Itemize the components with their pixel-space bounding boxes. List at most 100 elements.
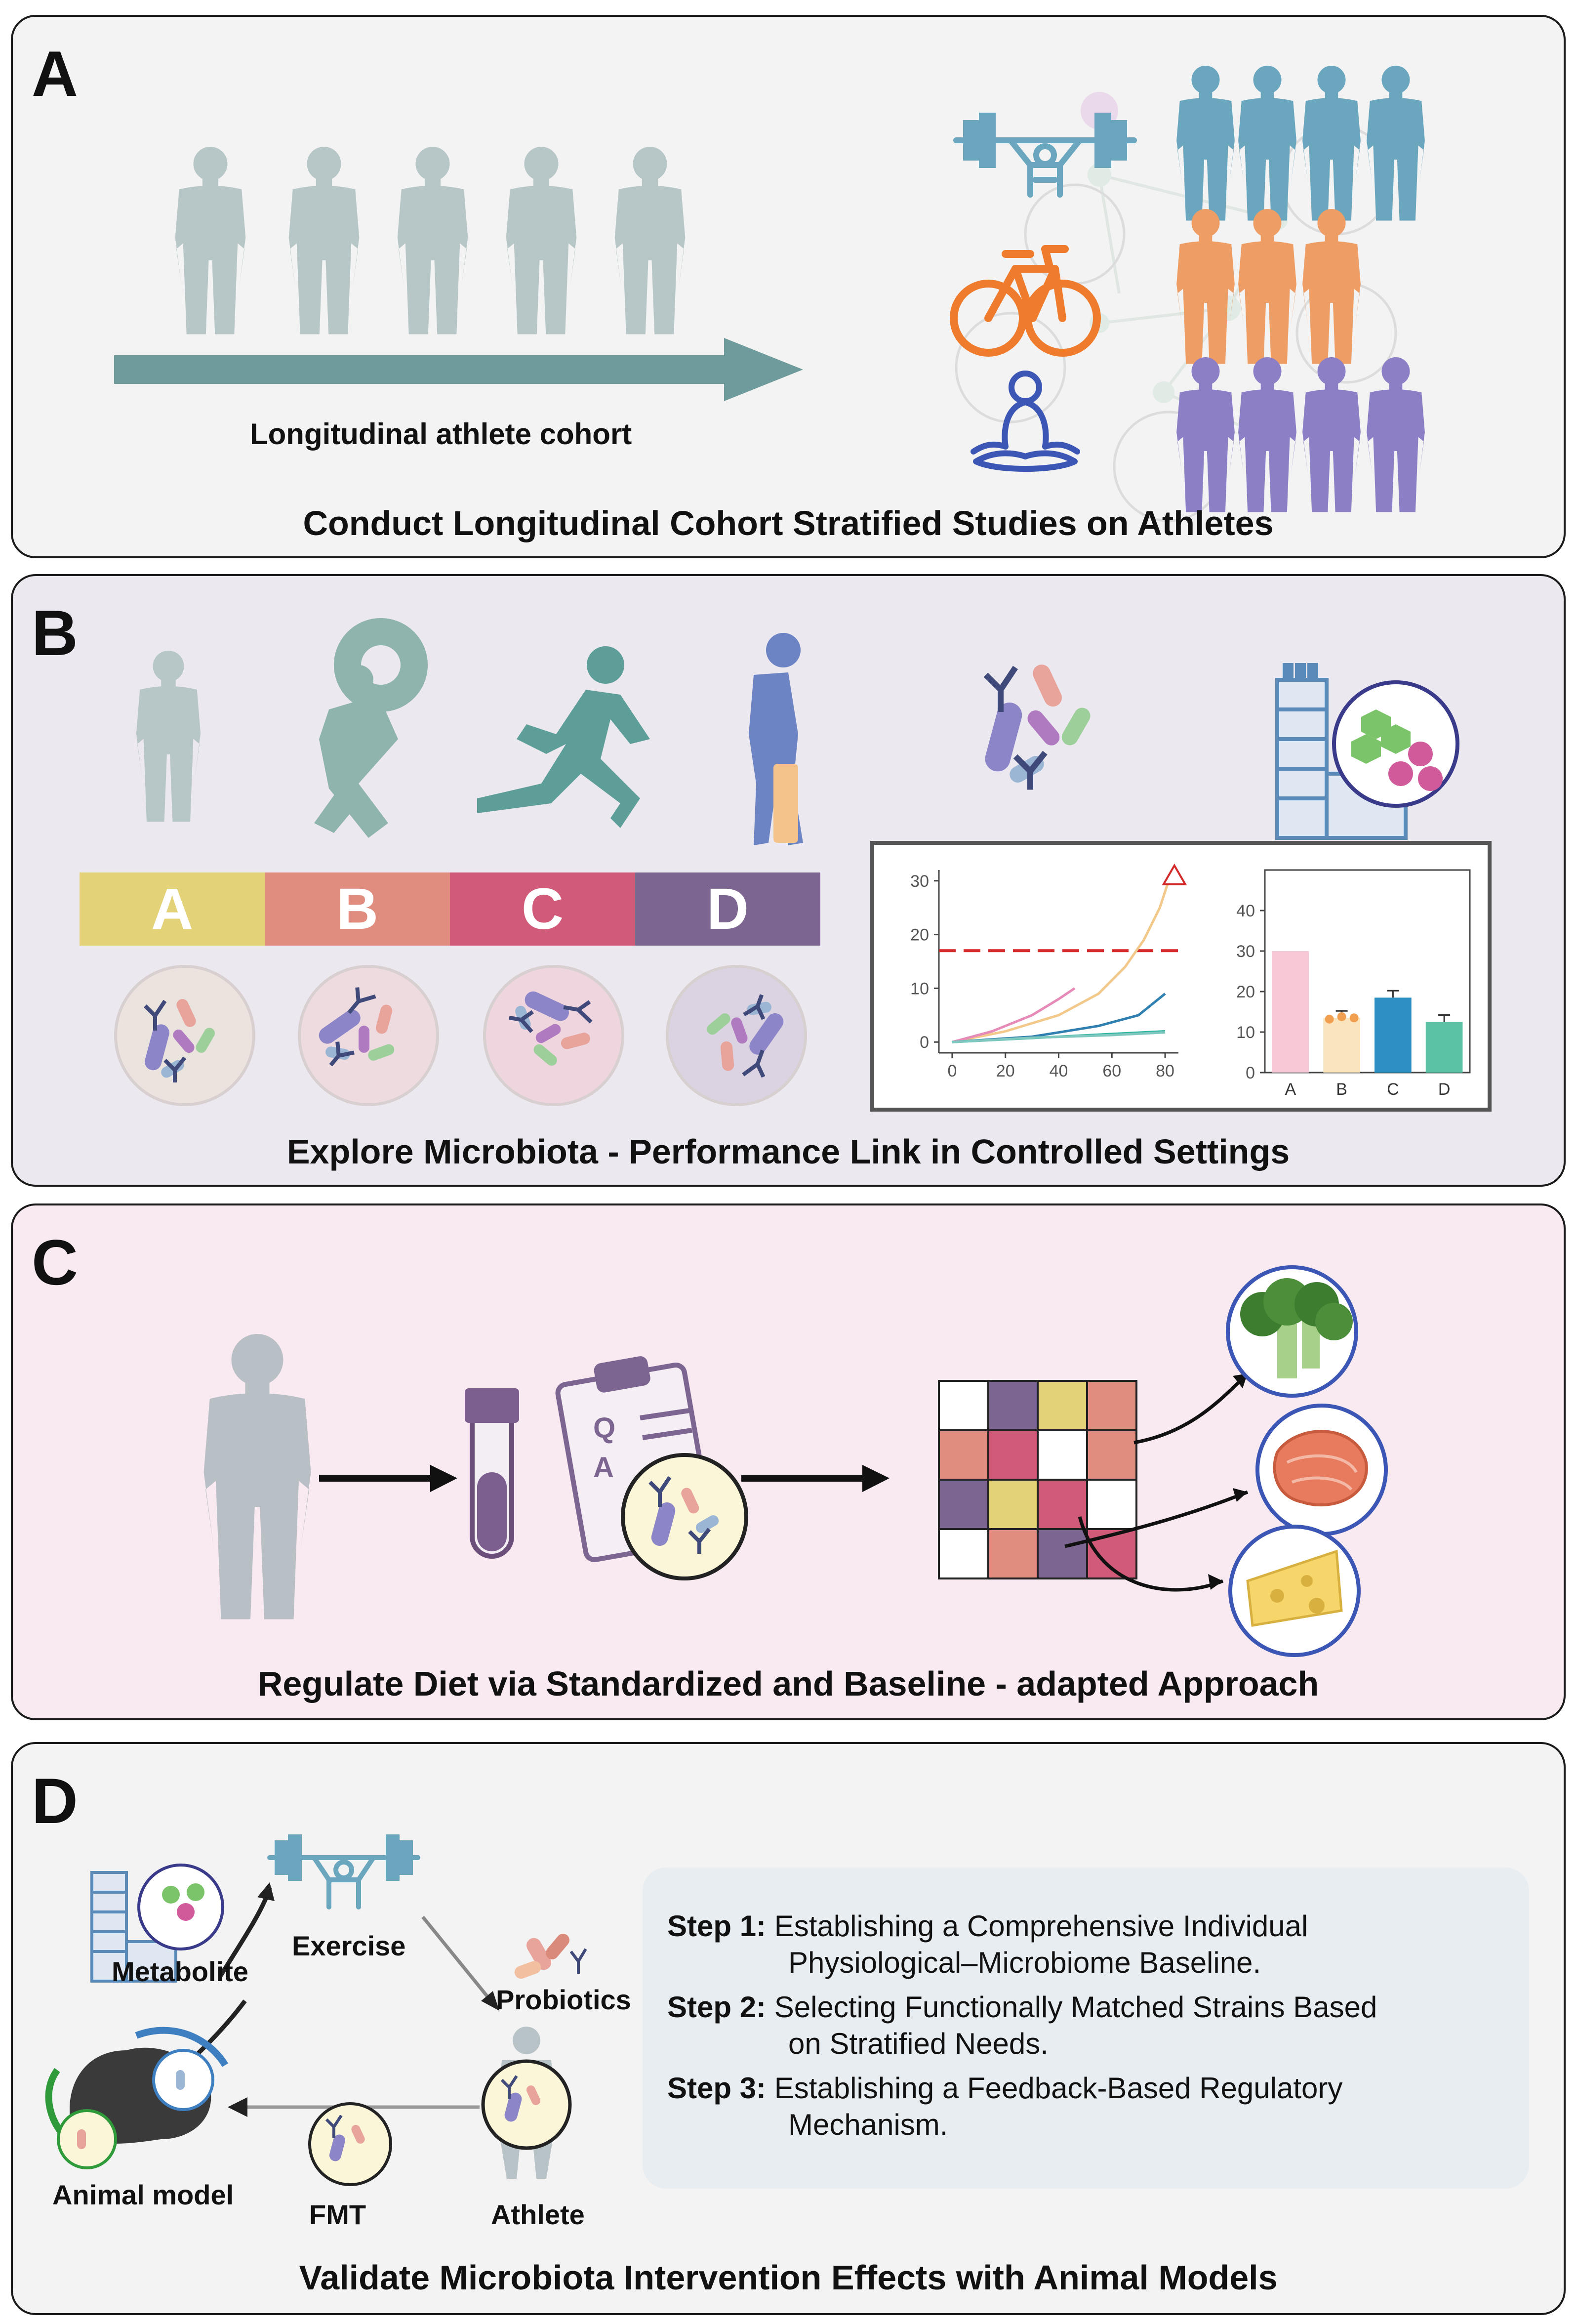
panel-b-artwork xyxy=(114,618,1459,1106)
teal-athlete-group xyxy=(1176,66,1425,221)
diet-heatmap xyxy=(938,1380,1137,1579)
step-2-line-2: on Stratified Needs. xyxy=(788,2027,1049,2060)
heatmap-cell xyxy=(1086,1479,1137,1530)
metabolite-instrument-icon xyxy=(90,1864,224,1983)
bicycle-icon xyxy=(950,245,1101,357)
athlete-label: Athlete xyxy=(491,2199,585,2230)
panel-d-caption: Validate Microbiota Intervention Effects… xyxy=(299,2258,1278,2297)
heatmap-cell xyxy=(1086,1380,1137,1431)
timeline-arrow xyxy=(114,338,803,401)
heatmap-cell xyxy=(938,1429,989,1481)
heatmap-cell xyxy=(938,1528,989,1579)
y-tick-label: 10 xyxy=(1236,1023,1255,1042)
heatmap-cell xyxy=(1037,1479,1088,1530)
answer-a-letter: A xyxy=(593,1452,614,1484)
weightlifter-icon xyxy=(953,113,1137,198)
heatmap-cell xyxy=(1086,1429,1137,1481)
gut-microbiome-circle xyxy=(621,1453,748,1580)
heatmap-cell xyxy=(987,1528,1039,1579)
metabolite-circle-icon xyxy=(1332,680,1459,808)
broccoli-food-circle xyxy=(1226,1265,1358,1398)
salmon-food-circle xyxy=(1255,1404,1388,1536)
x-tick-label: 60 xyxy=(1102,1062,1121,1080)
heatmap-cell xyxy=(1037,1528,1088,1579)
panel-b-caption: Explore Microbiota - Performance Link in… xyxy=(286,1132,1290,1171)
y-tick-label: 20 xyxy=(1236,983,1255,1001)
meditation-icon xyxy=(970,371,1080,472)
step-1-line-2: Physiological–Microbiome Baseline. xyxy=(788,1946,1261,1979)
person-icon xyxy=(203,1334,311,1619)
line-series xyxy=(952,987,1076,1043)
exercise-label: Exercise xyxy=(292,1930,406,1961)
fmt-microbiome-circle xyxy=(308,2102,392,2186)
weightlifting-athlete-icon xyxy=(314,618,428,838)
bar-category-label: A xyxy=(1285,1080,1296,1099)
bar-data-point xyxy=(1337,1012,1346,1021)
step-1-line-1: Step 1: Establishing a Comprehensive Ind… xyxy=(667,1909,1308,1943)
y-tick-label: 30 xyxy=(1236,942,1255,961)
x-tick-label: 40 xyxy=(1050,1062,1068,1080)
heatmap-cell xyxy=(938,1380,989,1431)
panel-a-caption: Conduct Longitudinal Cohort Stratified S… xyxy=(303,504,1274,542)
panel-letter: D xyxy=(32,1765,78,1837)
microbiota-sample-circles xyxy=(114,965,807,1106)
question-q-letter: Q xyxy=(593,1412,615,1444)
arrow-right-icon xyxy=(319,1465,457,1492)
panel-letter: C xyxy=(32,1226,78,1298)
panel-c-caption: Regulate Diet via Standardized and Basel… xyxy=(257,1664,1319,1703)
line-series xyxy=(952,875,1172,1043)
bar-data-point xyxy=(1349,1013,1359,1023)
y-tick-label: 0 xyxy=(1246,1064,1255,1082)
blood-tube-icon xyxy=(465,1388,519,1559)
y-tick-label: 20 xyxy=(910,926,929,945)
athlete-icon xyxy=(481,2027,572,2179)
panel-c-artwork: Q A xyxy=(203,1265,1388,1657)
bar-data-point xyxy=(1325,1014,1334,1024)
x-tick-label: 80 xyxy=(1156,1062,1174,1080)
panel-d: D xyxy=(11,1742,1566,2315)
exercise-weightlifter-icon xyxy=(267,1834,420,1909)
heatmap-cell xyxy=(1037,1429,1088,1481)
step-3-line-2: Mechanism. xyxy=(788,2108,948,2141)
heatmap-cell xyxy=(987,1479,1039,1530)
line-series xyxy=(952,1031,1166,1043)
probiotics-label: Probiotics xyxy=(496,1984,631,2015)
panel-letter: B xyxy=(32,597,78,669)
heatmap-cell xyxy=(987,1429,1039,1481)
probiotics-icon xyxy=(514,1933,587,1979)
heatmap-cell xyxy=(1037,1380,1088,1431)
heatmap-cell xyxy=(987,1380,1039,1431)
running-athlete-icon xyxy=(477,646,650,828)
panel-a: A xyxy=(11,15,1566,558)
bar xyxy=(1425,1022,1463,1073)
bar-category-label: D xyxy=(1438,1080,1451,1099)
bar-chart-frame xyxy=(1264,869,1471,1074)
exercise-to-athlete-arrow xyxy=(421,1915,499,2011)
category-segment-d: D xyxy=(635,872,820,946)
y-tick-label: 40 xyxy=(1236,902,1255,920)
panel-b: B xyxy=(11,574,1566,1187)
x-tick-label: 20 xyxy=(996,1062,1015,1080)
y-tick-label: 10 xyxy=(910,979,929,998)
category-segment-a: A xyxy=(80,872,265,946)
warning-icon xyxy=(1162,863,1187,885)
bar xyxy=(1375,997,1412,1073)
step-2-line-1: Step 2: Selecting Functionally Matched S… xyxy=(667,1991,1377,2024)
cohort-people xyxy=(175,147,686,334)
arrow-right-icon xyxy=(741,1465,890,1492)
x-tick-label: 0 xyxy=(947,1062,957,1080)
panel-a-artwork xyxy=(114,66,1425,522)
heatmap-cell xyxy=(938,1479,989,1530)
arrow-heads xyxy=(1208,1373,1248,1590)
animal-model-mouse-icon xyxy=(45,2027,229,2169)
fmt-label: FMT xyxy=(309,2199,366,2230)
bar-category-label: C xyxy=(1387,1080,1399,1099)
panel-d-artwork xyxy=(45,1834,587,2186)
panel-c: C Q A xyxy=(11,1204,1566,1720)
steps-box: Step 1: Establishing a Comprehensive Ind… xyxy=(643,1868,1529,2189)
cheese-food-circle xyxy=(1228,1525,1361,1657)
injured-athlete-icon xyxy=(749,633,803,845)
